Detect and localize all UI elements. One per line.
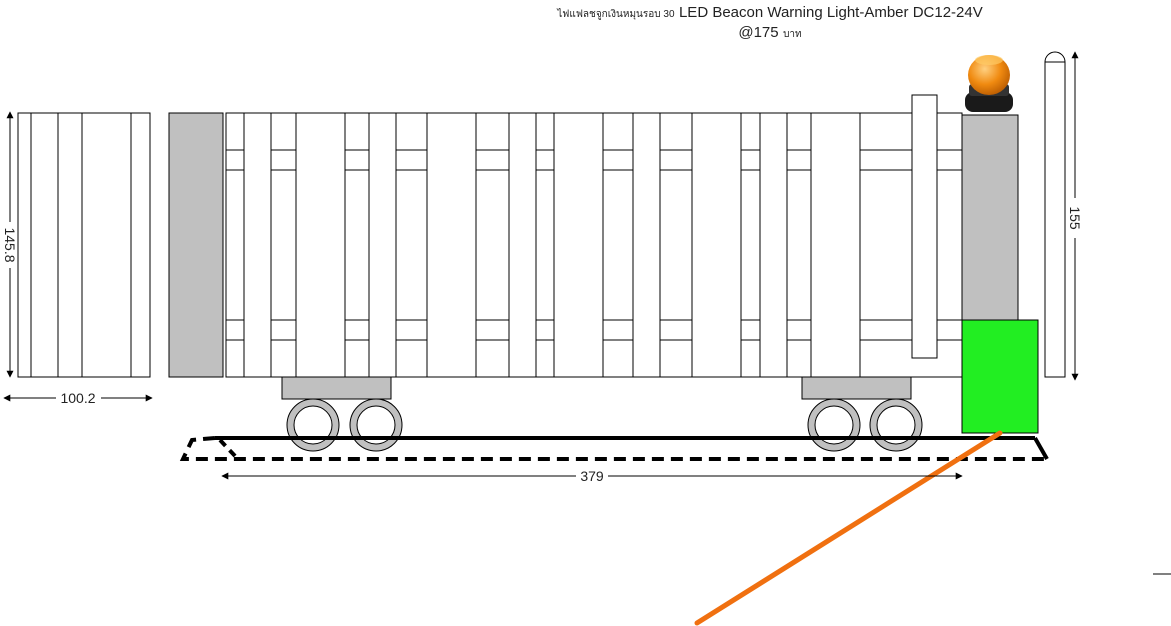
beacon-light-icon — [965, 55, 1013, 112]
left-gate-panel — [17, 112, 151, 378]
dimension-post-height-label: 155 — [1067, 206, 1083, 230]
dimension-left-width: 100.2 — [3, 390, 153, 406]
power-cable — [694, 430, 1003, 626]
caption-price: @175 — [738, 24, 779, 41]
wheel-carriage-left — [281, 376, 403, 452]
dimension-post-height: 155 — [1067, 51, 1083, 381]
dimension-left-width-label: 100.2 — [60, 390, 95, 406]
product-caption: ไฟแฟลชจูกเงินหมุนรอบ 30 LED Beacon Warni… — [470, 4, 1070, 44]
dimension-left-height: 145.8 — [2, 111, 18, 378]
caption-thai-text: ไฟแฟลชจูกเงินหมุนรอบ 30 — [557, 9, 675, 20]
dimension-track-length-label: 379 — [580, 468, 604, 484]
motor-box — [961, 319, 1039, 434]
caption-product-name: LED Beacon Warning Light-Amber DC12-24V — [678, 4, 983, 21]
main-gate-body — [225, 94, 963, 378]
right-post — [1044, 51, 1066, 378]
gate-track — [179, 436, 1049, 461]
gray-end-panel — [168, 112, 224, 378]
wheel-carriage-right — [801, 376, 923, 452]
caption-price-unit: บาท — [783, 29, 802, 40]
dimension-left-height-label: 145.8 — [2, 227, 18, 262]
motor-pillar — [961, 114, 1019, 321]
dimension-track-length: 379 — [221, 468, 963, 484]
